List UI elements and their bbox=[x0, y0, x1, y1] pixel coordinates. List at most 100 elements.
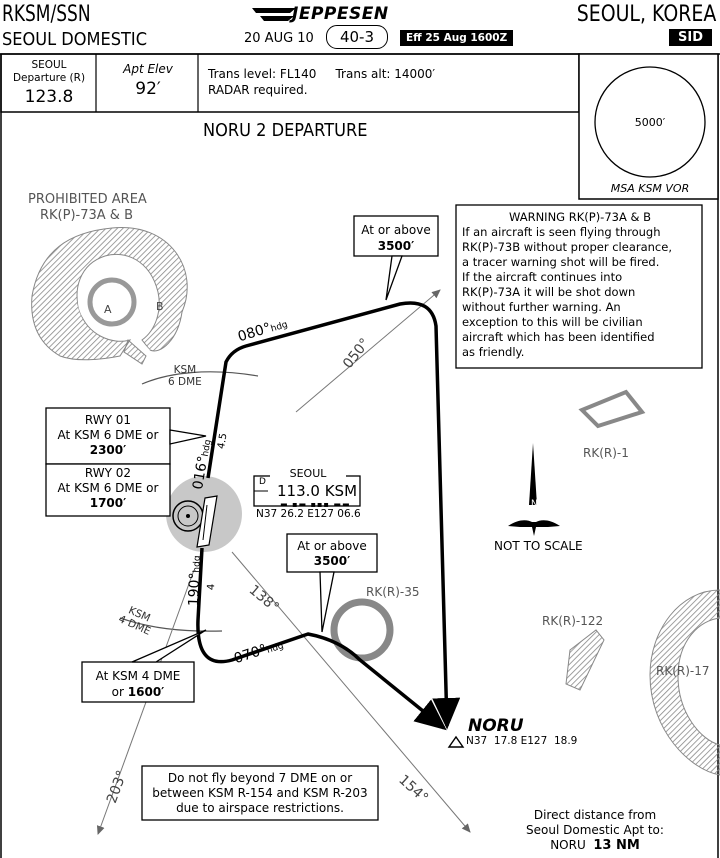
direct-distance-line2: Seoul Domestic Apt to: bbox=[526, 823, 664, 837]
heading-190-label: 190°hdg bbox=[186, 555, 204, 606]
msa-box bbox=[578, 53, 719, 200]
departure-route-runway02 bbox=[196, 547, 447, 731]
restricted-r17-label: RK(R)-17 bbox=[656, 664, 710, 678]
mid-altitude-callout: At or above 3500′ bbox=[287, 539, 377, 569]
warning-line: RK(P)-73A it will be shot down bbox=[462, 285, 636, 299]
airspace-notice: Do not fly beyond 7 DME on or between KS… bbox=[142, 771, 378, 816]
effective-date-badge: Eff 25 Aug 1600Z bbox=[400, 30, 514, 46]
ksm-6dme-label: KSM 6 DME bbox=[168, 364, 202, 388]
ksm-6dme-line2: 6 DME bbox=[168, 376, 202, 388]
procedure-title: NORU 2 DEPARTURE bbox=[203, 120, 368, 141]
distance-4-label: 4 bbox=[206, 583, 218, 591]
dme-6-arc bbox=[141, 371, 259, 385]
notice-line1: Do not fly beyond 7 DME on or bbox=[167, 771, 353, 785]
restricted-r122-label: RK(R)-122 bbox=[542, 614, 604, 628]
warning-line: aircraft which has been identified bbox=[462, 330, 655, 344]
notice-box-frame bbox=[141, 765, 379, 821]
departure-label-line1: SEOUL bbox=[31, 59, 67, 71]
heading-016-unit: hdg bbox=[200, 438, 214, 458]
msa-circle bbox=[594, 66, 706, 178]
north-arrow-icon bbox=[508, 443, 560, 536]
mid-altitude-value: 3500′ bbox=[313, 554, 351, 568]
callout-box-rwy01 bbox=[45, 407, 171, 465]
noru-coordinates: N37 17.8 E127 18.9 bbox=[466, 735, 578, 747]
warning-line: exception to this will be civilian bbox=[462, 315, 643, 329]
ksm-6dme-line1: KSM bbox=[173, 364, 197, 376]
north-label: N bbox=[531, 499, 538, 509]
noru-fix-icon bbox=[447, 735, 465, 748]
chart-type-badge: SID bbox=[669, 29, 712, 46]
departure-label: SEOUL Departure (R) bbox=[2, 59, 96, 85]
rwy01-line1: RWY 01 bbox=[84, 413, 132, 427]
rwy01-value: 2300′ bbox=[89, 443, 127, 457]
vor-coordinates: N37 26.2 E127 06.6 bbox=[256, 508, 361, 520]
warning-line: RK(P)-73B without proper clearance, bbox=[462, 240, 672, 254]
dme-4-arc bbox=[119, 617, 223, 632]
vor-frequency: 113.0 KSM bbox=[277, 482, 358, 500]
warning-box: WARNING RK(P)-73A & B If an aircraft is … bbox=[462, 210, 698, 360]
callout-box-top-alt bbox=[353, 215, 439, 257]
runway-icon bbox=[196, 495, 218, 548]
mid-altitude-line1: At or above bbox=[297, 539, 367, 553]
transition-info: Trans level: FL140 Trans alt: 14000′ bbox=[208, 67, 436, 81]
callout-box-mid-alt bbox=[286, 533, 378, 573]
warning-line: as friendly. bbox=[462, 345, 525, 359]
vor-morse: ▬ ▪▬ ▪▪▪ ▬▬ bbox=[280, 500, 351, 509]
rwy02-value: 1700′ bbox=[89, 496, 127, 510]
top-altitude-line1: At or above bbox=[361, 223, 431, 237]
direct-distance-fix: NORU bbox=[550, 838, 586, 852]
rwy02-line2: At KSM 6 DME or bbox=[57, 481, 159, 495]
heading-190-unit: hdg bbox=[192, 555, 203, 573]
direct-distance-line1: Direct distance from bbox=[533, 808, 657, 822]
warning-title: WARNING RK(P)-73A & B bbox=[508, 210, 652, 224]
prohibited-area-b-label: B bbox=[156, 300, 164, 313]
direct-distance: Direct distance from Seoul Domestic Apt … bbox=[520, 808, 670, 853]
warning-line: If the aircraft continues into bbox=[462, 270, 623, 284]
dme4-or: or bbox=[111, 685, 128, 699]
warning-line: If an aircraft is seen flying through bbox=[462, 225, 661, 239]
msa-label: MSA KSM VOR bbox=[610, 182, 690, 195]
restricted-r35-label: RK(R)-35 bbox=[366, 585, 420, 599]
radial-154-line bbox=[231, 551, 471, 833]
prohibited-area-title: PROHIBITED AREA bbox=[28, 192, 147, 207]
airport-name: SEOUL DOMESTIC bbox=[2, 29, 148, 50]
apt-elev-value: 92′ bbox=[135, 79, 161, 99]
departure-route-noru bbox=[206, 301, 461, 730]
restricted-area-r1 bbox=[578, 389, 646, 429]
direct-distance-line3: NORU 13 NM bbox=[520, 838, 670, 853]
restricted-area-r122 bbox=[565, 629, 605, 691]
warning-line: without further warning. An bbox=[462, 300, 621, 314]
dme4-line2: or 1600′ bbox=[82, 684, 194, 700]
apt-elev-label: Apt Elev bbox=[123, 62, 173, 76]
warning-box-frame bbox=[455, 204, 703, 369]
vor-compass-rose-icon bbox=[172, 500, 204, 532]
restricted-r1-label: RK(R)-1 bbox=[583, 446, 629, 460]
rwy02-line1: RWY 02 bbox=[84, 466, 132, 480]
callout-box-rwy02 bbox=[45, 463, 171, 517]
notice-line2: between KSM R-154 and KSM R-203 bbox=[152, 786, 368, 800]
vor-name: SEOUL bbox=[270, 467, 346, 480]
warning-line: a tracer warning shot will be fired. bbox=[462, 255, 660, 269]
rwy01-line2: At KSM 6 DME or bbox=[57, 428, 159, 442]
notice-line3: due to airspace restrictions. bbox=[176, 801, 344, 815]
prohibited-area-a-label: A bbox=[104, 303, 112, 316]
chart-number: 40-3 bbox=[326, 25, 388, 49]
restricted-area-r17 bbox=[649, 589, 720, 776]
jeppesen-logo-icon bbox=[252, 8, 296, 21]
city-name: SEOUL, KOREA bbox=[576, 2, 716, 27]
top-altitude-value: 3500′ bbox=[377, 239, 415, 253]
top-altitude-callout: At or above 3500′ bbox=[354, 222, 438, 254]
dme4-callout: At KSM 4 DME or 1600′ bbox=[82, 668, 194, 700]
noru-name: NORU bbox=[468, 716, 524, 736]
msa-altitude: 5000′ bbox=[634, 116, 666, 129]
not-to-scale-label: NOT TO SCALE bbox=[494, 539, 583, 553]
rwy02-callout: RWY 02 At KSM 6 DME or 1700′ bbox=[46, 466, 170, 511]
direct-distance-value: 13 NM bbox=[593, 838, 640, 853]
heading-190-value: 190° bbox=[186, 572, 204, 607]
radar-note: RADAR required. bbox=[208, 83, 308, 97]
publisher-logo: JEPPESEN bbox=[292, 4, 389, 24]
chart-date: 20 AUG 10 bbox=[244, 31, 314, 46]
restricted-area-r35 bbox=[330, 598, 394, 662]
prohibited-area-name: RK(P)-73A & B bbox=[40, 208, 133, 223]
